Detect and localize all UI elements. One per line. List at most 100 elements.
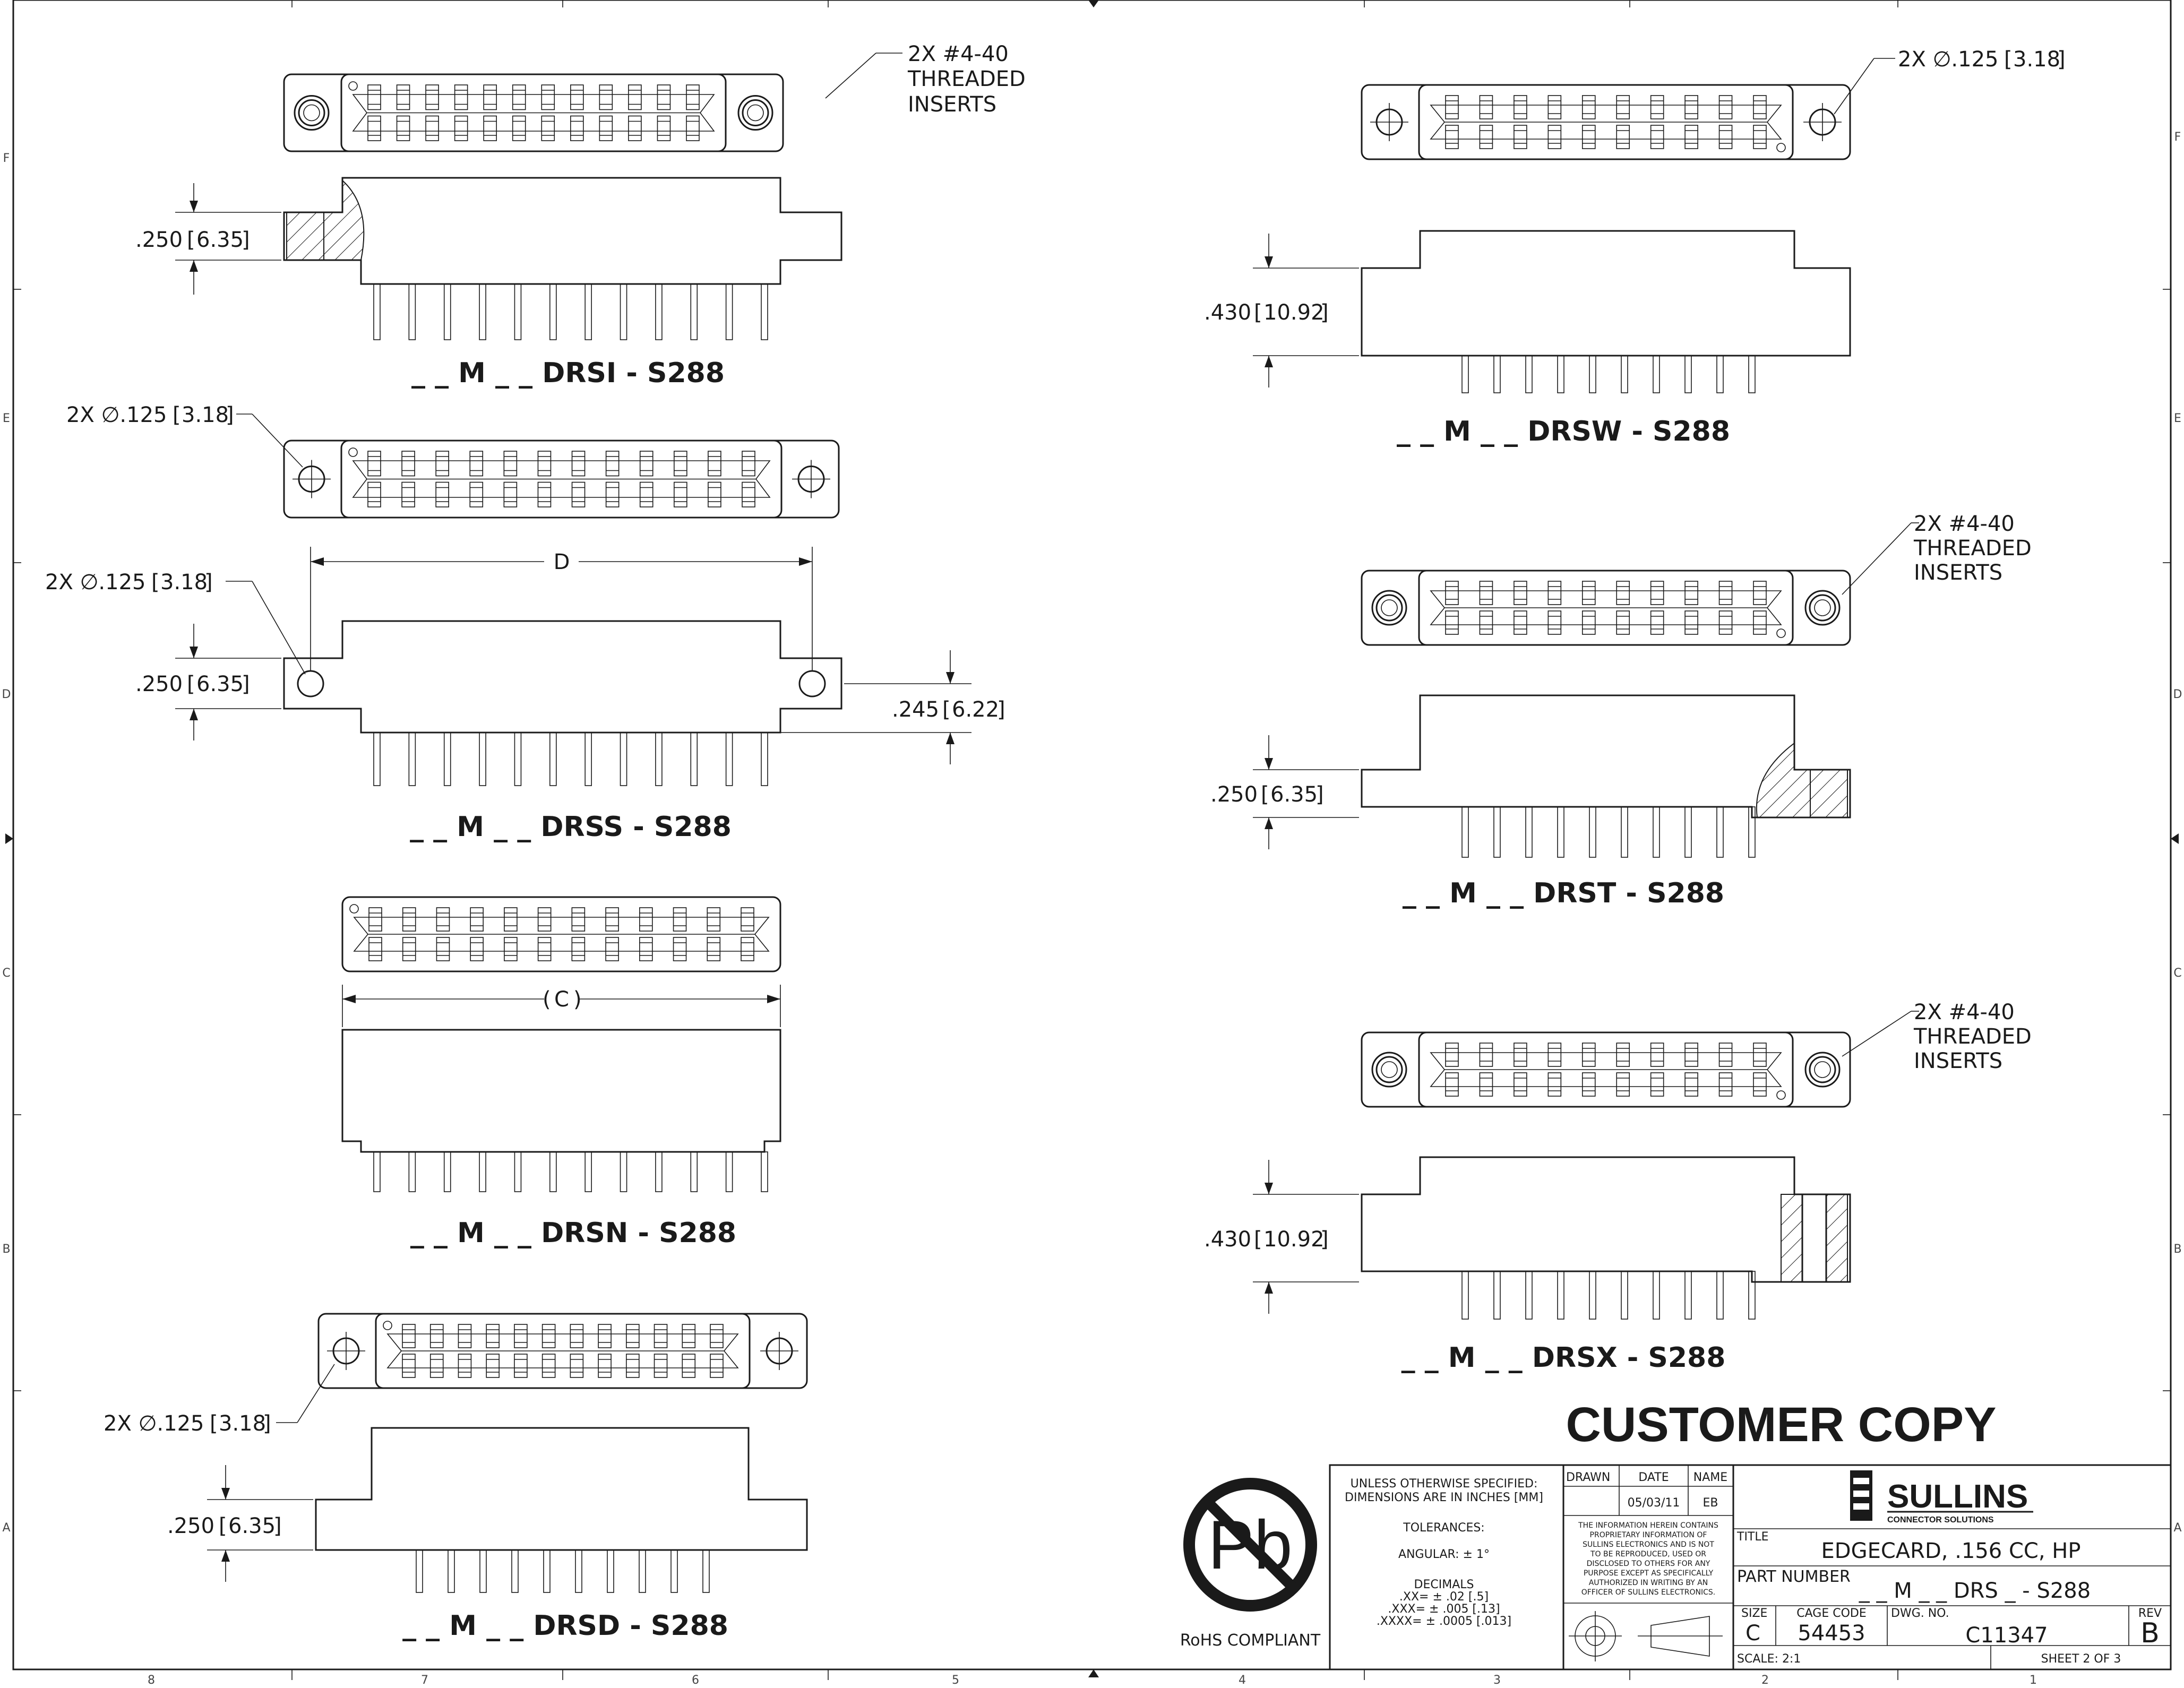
contact-pin — [1716, 1271, 1724, 1320]
contact-slot — [639, 937, 653, 961]
contact-pin — [443, 732, 451, 786]
contact-pin — [584, 1151, 592, 1192]
contact-pin — [690, 283, 698, 340]
drss-hole-note-mid: 2X ∅.125 [ 3.18 ] — [45, 570, 306, 675]
zone-row-b-right: B — [2173, 1243, 2181, 1256]
contact-pin — [1525, 355, 1533, 393]
contact-slot — [628, 115, 642, 141]
contact-slot — [402, 1324, 416, 1348]
contact-pin — [479, 1151, 486, 1192]
contact-slot — [1718, 1072, 1733, 1097]
contact-slot — [1514, 1043, 1527, 1067]
drsi-section-break — [323, 179, 365, 261]
drsi-body-outline — [283, 177, 842, 285]
contact-slot — [483, 115, 497, 141]
customer-copy-stamp: CUSTOMER COPY — [1566, 1398, 1996, 1452]
view-drsx: 2X #4-40 THREADED INSERTS .430 [ 10.92 ]… — [1204, 1000, 2032, 1374]
zone-columns: 8 7 6 5 4 3 2 1 — [148, 0, 2037, 1687]
contact-slot — [1547, 125, 1562, 149]
drsn-top-view — [341, 896, 781, 972]
rohs-no-lead-icon — [1183, 1478, 1317, 1612]
tb-name: EB — [1703, 1496, 1718, 1510]
contact-pin — [448, 1549, 455, 1593]
contact-slot — [571, 907, 586, 932]
zone-col-8: 8 — [148, 1674, 155, 1687]
rohs-caption: RoHS COMPLIANT — [1180, 1631, 1321, 1650]
contact-slot — [1581, 95, 1596, 119]
contact-pin — [670, 1549, 678, 1593]
drsn-label: _ _ M _ _ DRSN - S288 — [410, 1217, 736, 1249]
drst-side-view — [1361, 694, 1851, 858]
contact-slot — [425, 84, 439, 110]
contact-pin — [690, 1151, 698, 1192]
contact-slot — [1514, 1072, 1527, 1097]
contact-pin — [1748, 806, 1756, 858]
contact-slot — [541, 115, 555, 141]
contact-slot — [741, 937, 754, 961]
zone-row-a-left: A — [2, 1521, 10, 1535]
contact-slot — [537, 907, 552, 932]
contact-pin — [761, 283, 768, 340]
drst-height-dimension: .250 [ 6.35 ] — [1210, 735, 1359, 849]
contact-slot — [483, 84, 497, 110]
contact-slot — [1616, 1043, 1630, 1067]
contact-slot — [1547, 610, 1562, 635]
contact-slot — [435, 451, 449, 477]
contact-slot — [1650, 125, 1664, 149]
contact-pin — [620, 283, 627, 340]
contact-slot — [708, 451, 721, 477]
tb-sheet: SHEET 2 OF 3 — [2041, 1652, 2121, 1666]
drsw-dim-mm: 10.92 — [1263, 300, 1325, 325]
zone-row-e-left: E — [3, 412, 10, 425]
drsi-dim-inch: .250 — [135, 228, 183, 252]
contact-slot — [1445, 95, 1459, 119]
drsx-top-view — [1361, 1031, 1851, 1108]
tb-rev-header: REV — [2138, 1607, 2162, 1620]
drst-section-break — [1756, 742, 1811, 818]
contact-slot — [598, 1354, 612, 1378]
contact-slot — [1479, 1072, 1493, 1097]
contact-slot — [367, 481, 381, 507]
drsd-label: _ _ M _ _ DRSD - S288 — [402, 1610, 728, 1642]
contact-pin — [1557, 1271, 1564, 1320]
svg-text:]: ] — [1315, 782, 1324, 807]
contact-pin — [549, 283, 557, 340]
contact-slot — [571, 451, 586, 477]
contact-slot — [1616, 125, 1630, 149]
contact-slot — [1753, 1043, 1767, 1067]
contact-pin — [373, 732, 381, 786]
contact-pin — [575, 1549, 582, 1593]
svg-text:[: [ — [942, 697, 951, 722]
contact-slot — [571, 937, 586, 961]
contact-slot — [402, 1354, 416, 1378]
contact-slot — [571, 481, 586, 507]
drsw-label: _ _ M _ _ DRSW - S288 — [1397, 416, 1730, 447]
contact-pin — [514, 283, 522, 340]
contact-slot — [368, 907, 382, 932]
contact-pin — [725, 732, 733, 786]
contact-slot — [1445, 125, 1459, 149]
drst-note-line-3: INSERTS — [1914, 561, 2002, 585]
contact-slot — [570, 1354, 584, 1378]
tb-title: EDGECARD, .156 CC, HP — [1821, 1539, 2081, 1563]
contact-slot — [1718, 581, 1733, 605]
contact-pin — [1653, 806, 1660, 858]
drsd-hole-note-mm: 3.18 — [219, 1411, 266, 1436]
contact-pin — [1748, 355, 1756, 393]
zone-col-6: 6 — [692, 1674, 699, 1687]
drsi-note-line-1: 2X #4-40 — [908, 42, 1009, 66]
drss-height-dimension: .250 [ 6.35 ] — [135, 624, 281, 740]
contact-slot — [504, 937, 518, 961]
contact-pin — [1621, 355, 1628, 393]
contact-slot — [686, 84, 700, 110]
contact-slot — [512, 115, 526, 141]
drss-body-outline — [283, 620, 842, 734]
contact-slot — [435, 481, 449, 507]
contact-slot — [367, 115, 381, 141]
drsd-body-outline — [315, 1427, 808, 1551]
contact-pin — [1684, 1271, 1692, 1320]
contact-slot — [742, 451, 755, 477]
contact-slot — [686, 115, 700, 141]
contact-pin — [1525, 1271, 1533, 1320]
